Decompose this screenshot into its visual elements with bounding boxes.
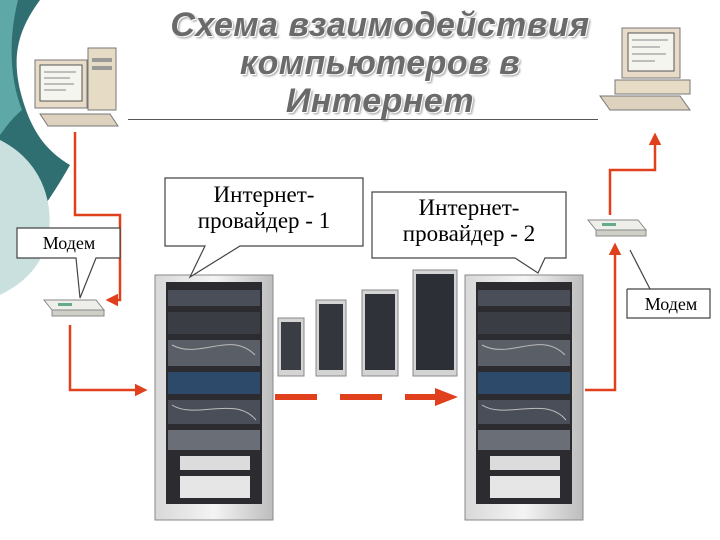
- isp2-to-modem-right-line: [585, 242, 622, 392]
- dash-1: [275, 394, 317, 400]
- modem-left-to-isp1-line: [68, 325, 148, 397]
- modem-right-callout-box: [626, 249, 711, 319]
- teal-swoosh: [0, 0, 22, 135]
- server-rack-isp2-icon: [464, 274, 584, 521]
- isp1-callout-box: [164, 177, 364, 279]
- computer-right-icon: [599, 27, 691, 111]
- isp2-label-line-1: Интернет-: [418, 195, 520, 220]
- modem-right-icon: [586, 219, 648, 237]
- dash-2: [340, 394, 382, 400]
- title-line-2: компьютеров в: [239, 44, 521, 82]
- dashed-arrow-isp1-to-isp2: [275, 388, 458, 406]
- modem-left-callout-box: [16, 227, 121, 299]
- computer-left-icon: [34, 47, 119, 127]
- isp2-callout-label: Интернет- провайдер - 2: [374, 195, 564, 247]
- dash-arrowhead: [435, 388, 458, 406]
- isp1-label-line-2: провайдер - 1: [197, 208, 331, 233]
- isp1-callout-label: Интернет- провайдер - 1: [167, 182, 361, 234]
- isp2-callout-box: [371, 191, 567, 274]
- title-line-1: Схема взаимодействия: [170, 6, 590, 44]
- title-underline: [128, 119, 598, 120]
- modem-left-icon: [42, 299, 106, 317]
- page-title: Схема взаимодействия компьютеров в Интер…: [160, 6, 600, 120]
- computer-to-modem-left-line: [73, 132, 122, 307]
- connection-lines: [68, 132, 662, 397]
- modem-right-to-computer-line: [608, 132, 662, 215]
- modem-right-label: Модем: [644, 294, 698, 314]
- isp2-label-line-2: провайдер - 2: [402, 221, 536, 246]
- title-line-3: Интернет: [285, 82, 475, 120]
- small-server-rack-icon: [277, 269, 458, 377]
- isp1-label-line-1: Интернет-: [213, 182, 315, 207]
- dash-3: [405, 394, 435, 400]
- modem-left-label: Модем: [42, 233, 96, 253]
- server-rack-isp1-icon: [154, 274, 274, 521]
